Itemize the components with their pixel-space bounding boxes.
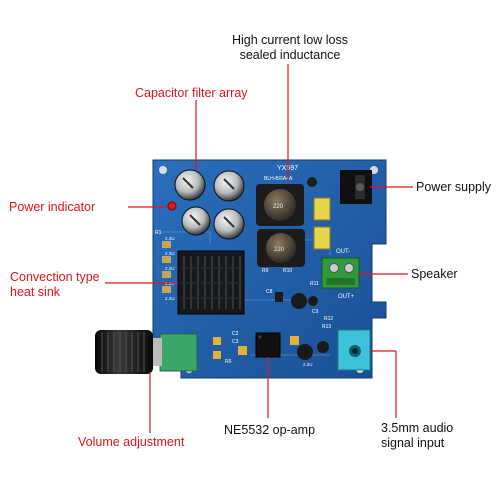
label-volume: Volume adjustment bbox=[78, 435, 185, 449]
svg-text:OUT-: OUT- bbox=[336, 249, 350, 255]
ne5532-op-amp-chip bbox=[255, 332, 281, 358]
svg-text:OUT+: OUT+ bbox=[338, 294, 355, 300]
svg-text:2.2U: 2.2U bbox=[165, 236, 175, 241]
volume-potentiometer bbox=[95, 330, 198, 374]
svg-text:2.2U: 2.2U bbox=[165, 266, 175, 271]
sealed-inductors bbox=[256, 184, 305, 267]
svg-text:2.2U: 2.2U bbox=[165, 251, 175, 256]
power-indicator-led bbox=[167, 201, 177, 211]
svg-text:R13: R13 bbox=[322, 324, 331, 330]
capacitor-filter-array bbox=[174, 169, 245, 240]
label-op-amp: NE5532 op-amp bbox=[224, 423, 316, 437]
heat-sink bbox=[177, 250, 245, 315]
svg-text:R11: R11 bbox=[310, 281, 319, 287]
svg-text:220: 220 bbox=[274, 247, 285, 253]
svg-text:R10: R10 bbox=[283, 268, 292, 274]
svg-text:220: 220 bbox=[273, 204, 284, 210]
annotation-leaders bbox=[105, 64, 413, 433]
label-power-indicator: Power indicator bbox=[9, 200, 96, 214]
svg-text:C9: C9 bbox=[312, 309, 319, 315]
label-audio-input: 3.5mm audio signal input bbox=[381, 421, 454, 450]
svg-text:2.2U: 2.2U bbox=[165, 296, 175, 301]
power-jack bbox=[340, 170, 372, 204]
board-id: BLH-B/6A4A bbox=[264, 176, 293, 182]
label-capacitor-array: Capacitor filter array bbox=[135, 86, 248, 100]
svg-text:R6: R6 bbox=[225, 359, 232, 365]
svg-text:C3: C3 bbox=[232, 339, 239, 345]
film-capacitor bbox=[313, 197, 331, 221]
label-power-supply: Power supply bbox=[416, 180, 492, 194]
svg-text:2.2U: 2.2U bbox=[303, 362, 313, 367]
svg-text:C8: C8 bbox=[266, 289, 273, 295]
svg-text:C2: C2 bbox=[232, 331, 239, 337]
label-heat-sink: Convection type heat sink bbox=[10, 270, 100, 299]
svg-text:R1: R1 bbox=[155, 230, 162, 236]
label-speaker: Speaker bbox=[411, 267, 458, 281]
film-capacitor bbox=[313, 226, 331, 250]
audio-jack bbox=[337, 329, 371, 371]
speaker-terminal bbox=[321, 257, 360, 289]
svg-text:R12: R12 bbox=[324, 316, 333, 322]
label-inductance: High current low loss sealed inductance bbox=[231, 33, 348, 62]
mounting-hole bbox=[159, 166, 167, 174]
svg-text:R9: R9 bbox=[262, 268, 269, 274]
